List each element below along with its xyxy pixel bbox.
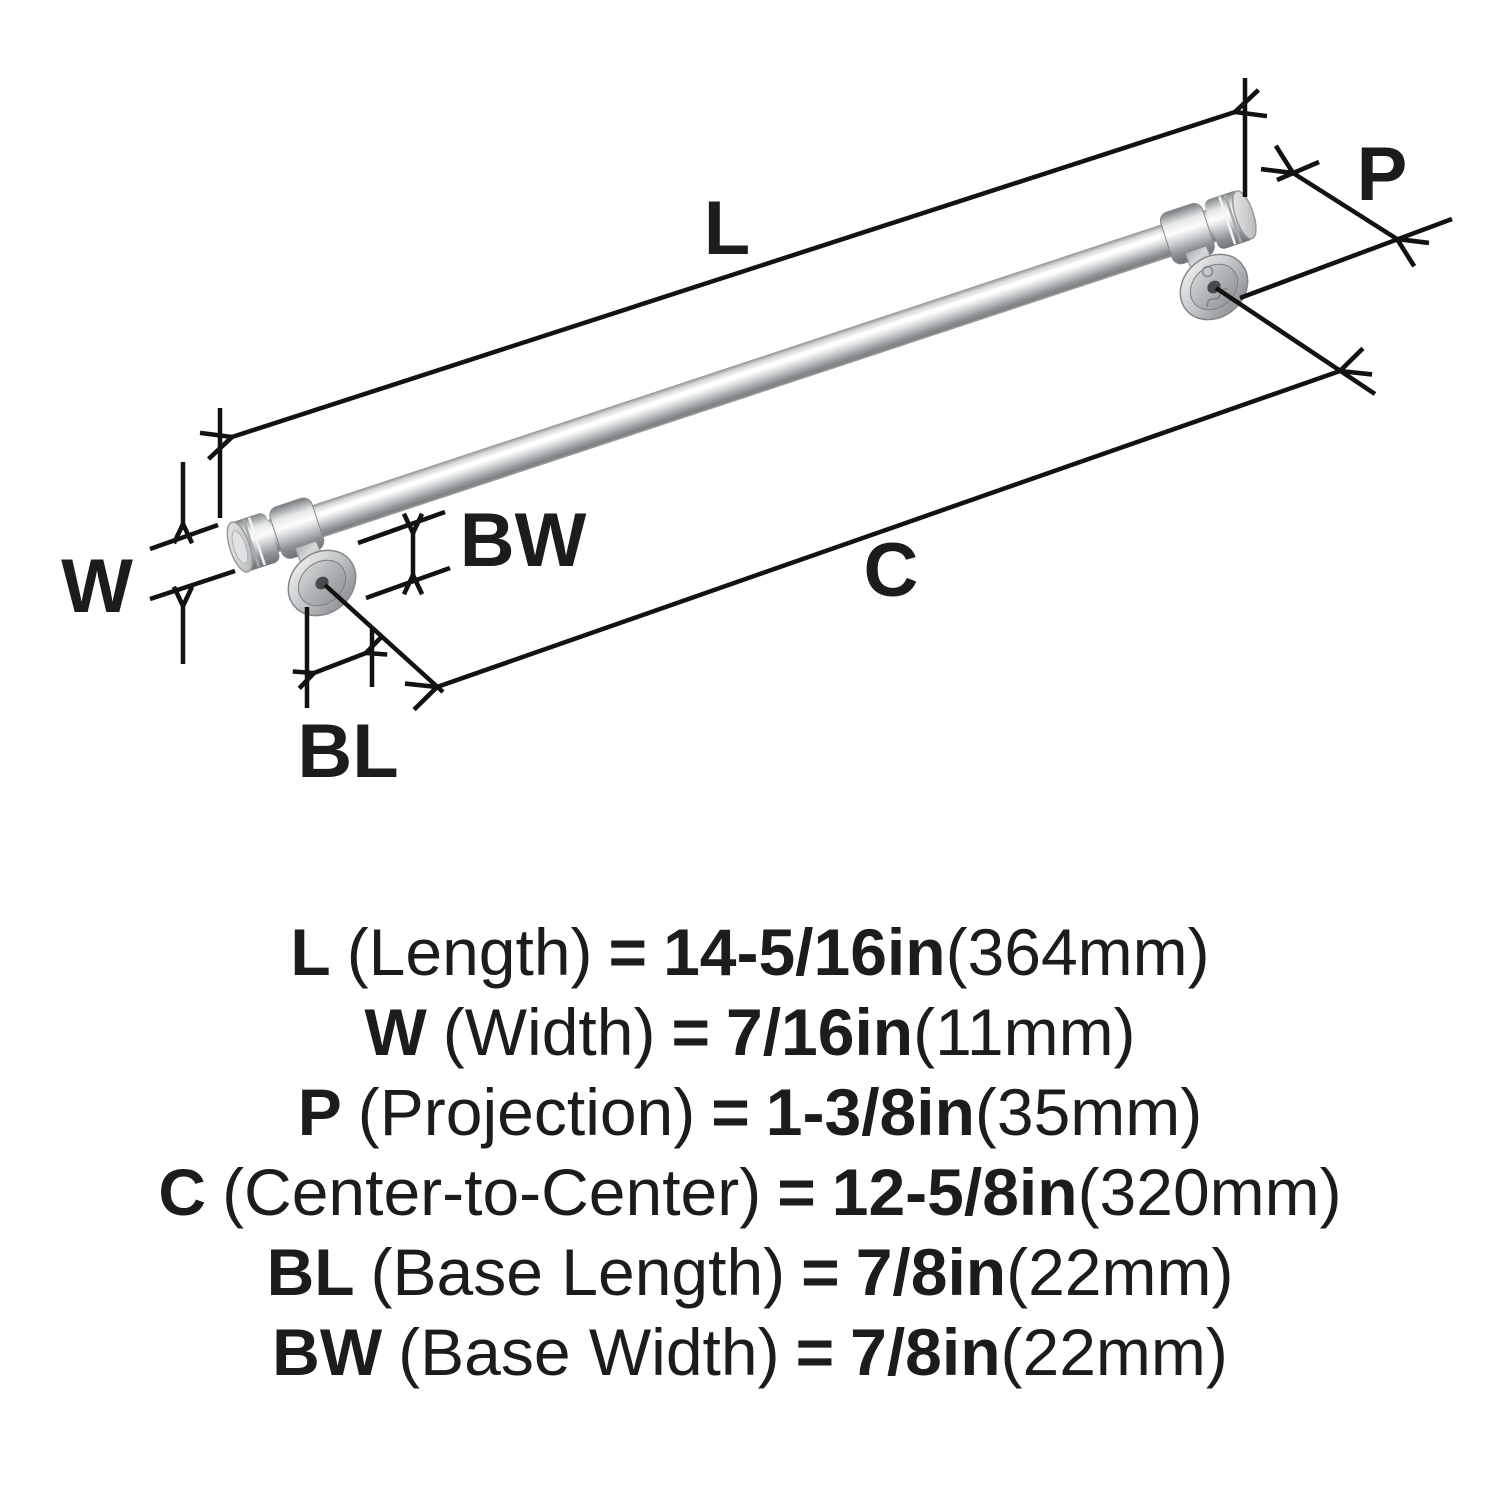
- center-to-center-label: C: [864, 528, 919, 613]
- width-tick-bottom: [149, 568, 236, 602]
- base-width-tick-bottom: [365, 565, 451, 601]
- spec-desc: (Base Length): [370, 1235, 786, 1309]
- left-cap-groove: [242, 519, 261, 568]
- spec-value-group: 7/8in(22mm): [850, 1312, 1228, 1392]
- spec-value: 1-3/8in: [765, 1075, 975, 1149]
- spec-value: 7/16in: [725, 995, 914, 1069]
- bar-highlight: [319, 233, 1162, 517]
- spec-desc: (Projection): [357, 1075, 696, 1149]
- dimension-width: W: [61, 462, 236, 664]
- base-length-label: BL: [297, 709, 398, 794]
- equals-sign: =: [777, 1155, 816, 1229]
- center-dimension-line: [404, 346, 1373, 712]
- spec-value-group: 7/8in(22mm): [856, 1232, 1234, 1312]
- spec-label: P: [297, 1075, 342, 1149]
- dimension-base-length: BL: [292, 607, 399, 794]
- spec-row-length: L (Length) = 14-5/16in(364mm): [0, 912, 1500, 992]
- spec-metric: (364mm): [945, 915, 1210, 989]
- equals-sign: =: [795, 1315, 835, 1389]
- spec-metric: (22mm): [1006, 1235, 1234, 1309]
- spec-value-group: 14-5/16in(364mm): [663, 912, 1210, 992]
- spec-value: 7/8in: [850, 1315, 1001, 1389]
- projection-dimension-line: [1260, 144, 1430, 268]
- spec-label: L: [290, 915, 331, 989]
- spec-metric: (35mm): [974, 1075, 1203, 1149]
- spec-value-group: 7/16in(11mm): [726, 992, 1136, 1072]
- spec-desc: (Center-to-Center): [222, 1155, 762, 1229]
- spec-value: 7/8in: [855, 1235, 1007, 1309]
- spec-desc: (Length): [346, 915, 593, 989]
- spec-list: L (Length) = 14-5/16in(364mm) W (Width) …: [0, 912, 1500, 1392]
- spec-row-base-width: BW (Base Width) = 7/8in(22mm): [0, 1312, 1500, 1392]
- mounting-plane-extension: [1239, 216, 1453, 301]
- left-cap-face-ring: [231, 530, 249, 564]
- base-length-double-arrow: [292, 636, 388, 690]
- equals-sign: =: [608, 915, 648, 989]
- equals-sign: =: [711, 1075, 750, 1149]
- width-label: W: [61, 544, 133, 629]
- spec-value: 14-5/16in: [663, 915, 946, 989]
- spec-label: BL: [266, 1235, 355, 1309]
- spec-value-group: 1-3/8in(35mm): [766, 1072, 1202, 1152]
- length-dimension-line: [199, 88, 1268, 461]
- center-extension-right: [1214, 286, 1377, 396]
- center-extension-left: [323, 583, 445, 694]
- spec-desc: (Width): [442, 995, 656, 1069]
- dimension-diagram: L P C W BW: [61, 78, 1453, 794]
- dimension-center-to-center: C: [323, 286, 1377, 712]
- dimension-length: L: [199, 78, 1268, 518]
- spec-row-base-length: BL (Base Length) = 7/8in(22mm): [0, 1232, 1500, 1312]
- spec-row-center-to-center: C (Center-to-Center) = 12-5/8in(320mm): [0, 1152, 1500, 1232]
- spec-row-projection: P (Projection) = 1-3/8in(35mm): [0, 1072, 1500, 1152]
- length-label: L: [704, 186, 750, 271]
- left-cap-groove-highlight: [247, 517, 266, 566]
- spec-row-width: W (Width) = 7/16in(11mm): [0, 992, 1500, 1072]
- equals-sign: =: [671, 995, 710, 1069]
- base-width-label: BW: [460, 498, 587, 583]
- dimension-base-width: BW: [357, 498, 587, 601]
- spec-value-group: 12-5/8in(320mm): [832, 1152, 1342, 1232]
- spec-label: BW: [272, 1315, 383, 1389]
- spec-metric: (22mm): [1000, 1315, 1228, 1389]
- spec-metric: (320mm): [1077, 1155, 1342, 1229]
- spec-label: C: [158, 1155, 207, 1229]
- dimension-projection: P: [1239, 132, 1453, 301]
- equals-sign: =: [801, 1235, 840, 1309]
- base-width-tick-top: [357, 509, 446, 546]
- spec-metric: (11mm): [913, 995, 1136, 1069]
- spec-label: W: [364, 995, 427, 1069]
- spec-value: 12-5/8in: [831, 1155, 1078, 1229]
- spec-desc: (Base Width): [398, 1315, 780, 1389]
- width-tick-top: [149, 522, 219, 552]
- projection-label: P: [1357, 132, 1408, 217]
